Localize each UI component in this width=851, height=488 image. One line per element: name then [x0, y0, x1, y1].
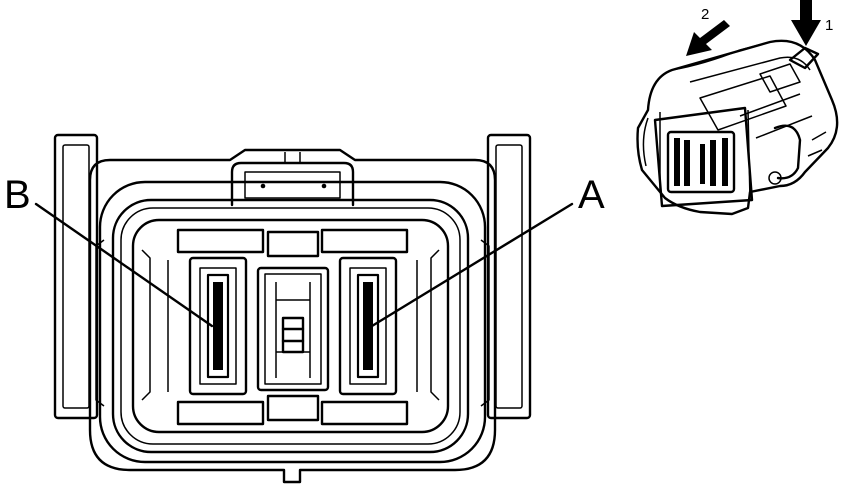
- terminal-cavity-frame: [131, 218, 450, 434]
- label-terminal-b: B: [4, 173, 31, 217]
- center-signal-cavity: [256, 266, 330, 392]
- step-label-1: 1: [825, 17, 833, 34]
- inset-terminal-slots: [674, 138, 728, 186]
- housing-shroud-inner: [120, 207, 461, 445]
- arrow-left-down-icon: [686, 20, 730, 56]
- top-keys: [176, 228, 409, 258]
- housing-shroud: [111, 198, 470, 454]
- inset-side-clip: [773, 124, 802, 180]
- outer-housing: [88, 148, 497, 484]
- connector-face-view: [53, 133, 532, 484]
- cavity-guides: [167, 260, 418, 392]
- step-arrow-2: 2: [686, 6, 730, 56]
- bottom-keys: [176, 394, 409, 426]
- terminal-b-cavity: [188, 256, 248, 396]
- inset-release-tab: [788, 46, 820, 70]
- callout-terminal-a: A: [370, 173, 605, 328]
- latch-housing: [230, 152, 355, 207]
- leader-line-b: [34, 202, 214, 328]
- step-label-2: 2: [701, 6, 709, 23]
- housing-shroud-outer: [98, 180, 487, 464]
- terminal-a-cavity: [338, 256, 398, 396]
- callout-terminal-b: B: [4, 173, 214, 328]
- inset-body: [636, 39, 839, 216]
- arrow-down-icon: [791, 0, 821, 46]
- step-arrow-1: 1: [791, 0, 833, 46]
- label-terminal-a: A: [578, 173, 605, 217]
- leader-line-a: [370, 202, 574, 328]
- side-detents: [95, 239, 490, 407]
- connector-inset-view: [636, 39, 839, 216]
